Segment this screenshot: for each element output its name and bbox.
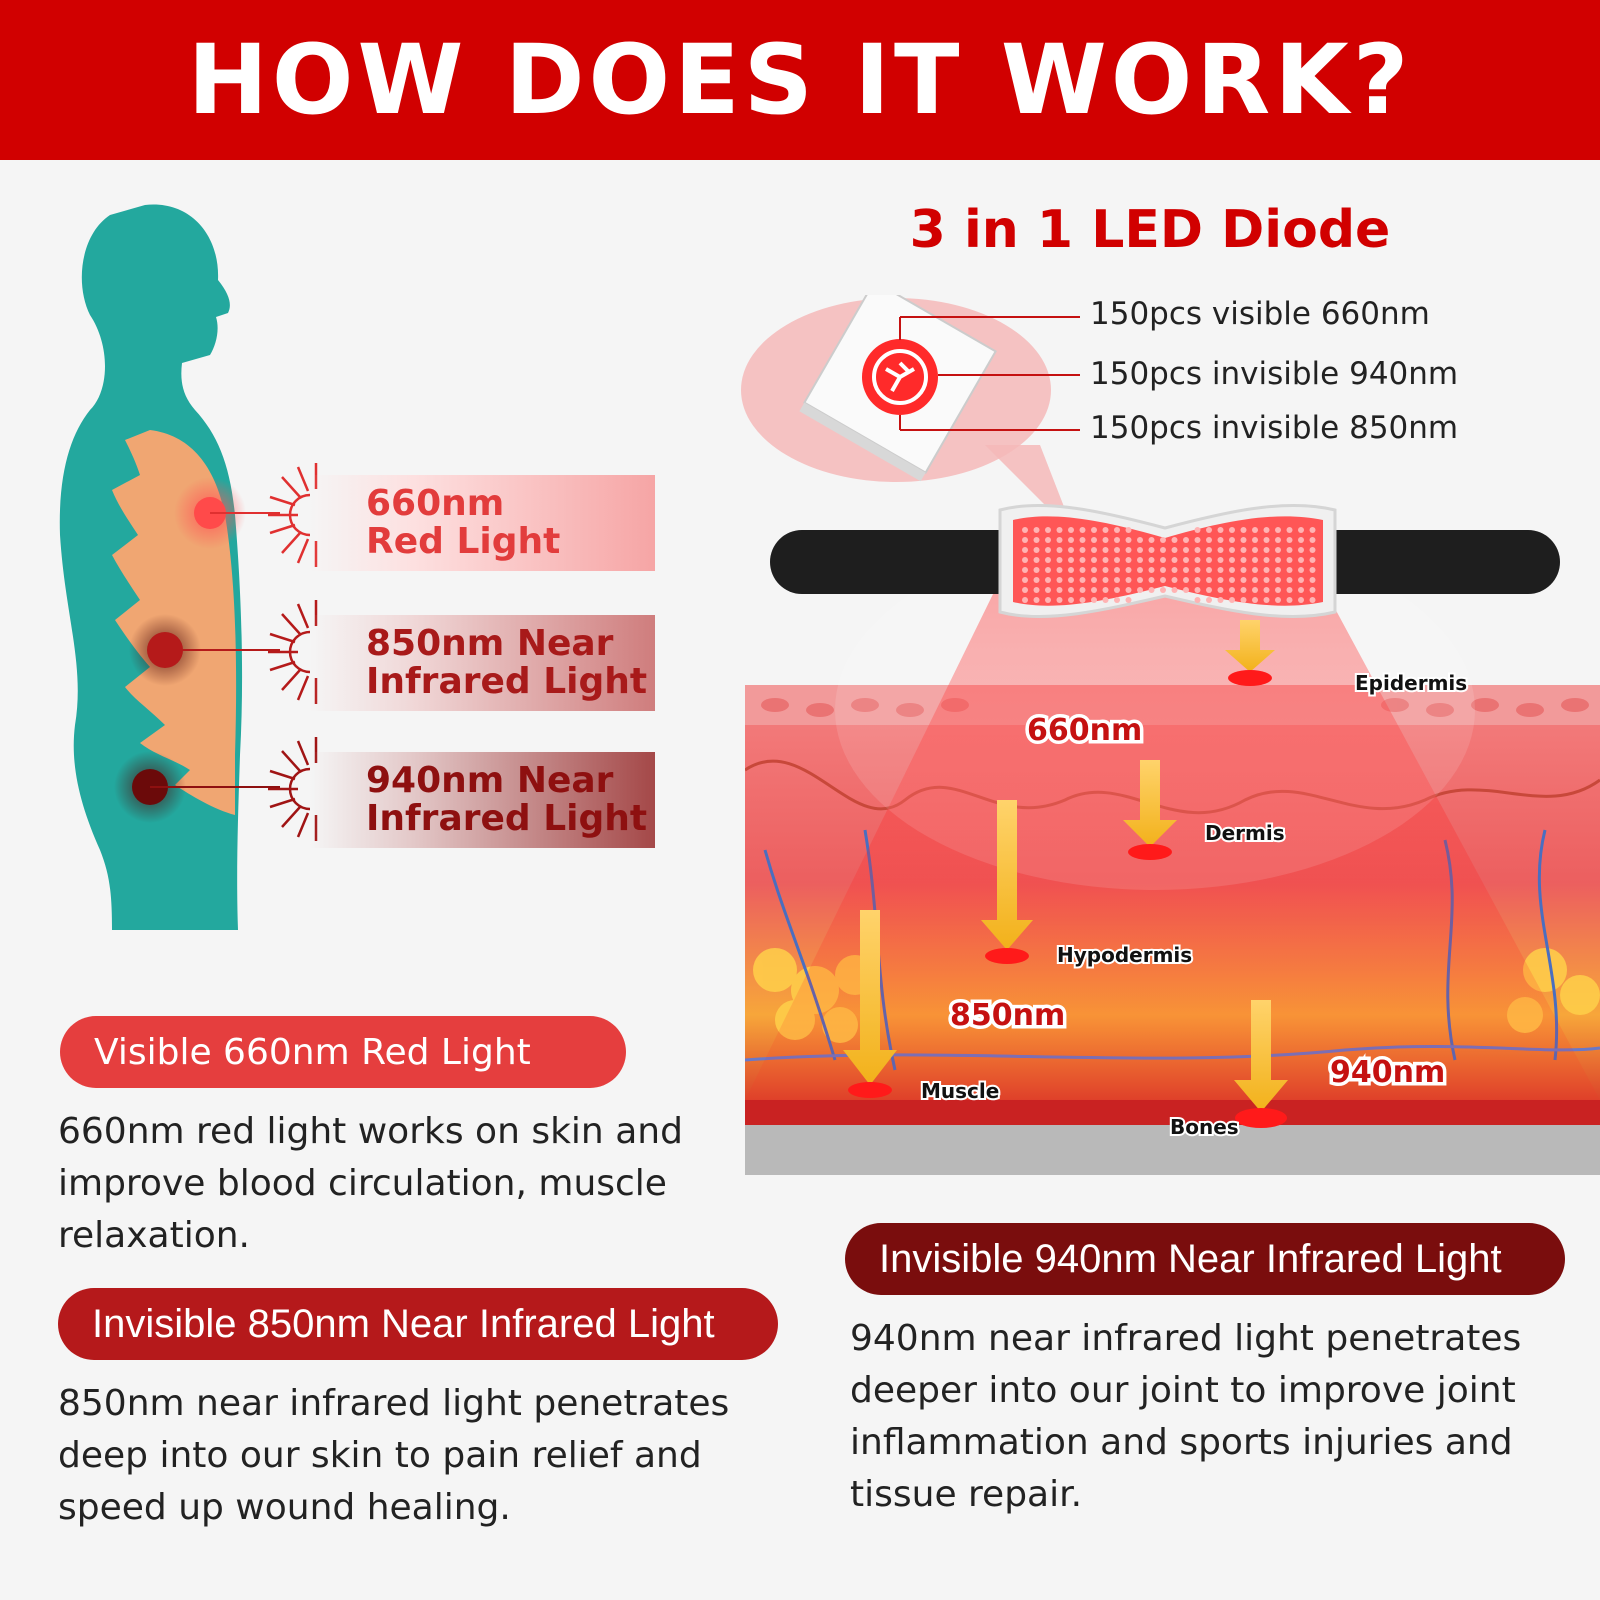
- band-850nm-line1: 850nm Near: [366, 623, 614, 664]
- sunburst-icon: [268, 600, 318, 704]
- label-muscle: Muscle: [921, 1079, 999, 1103]
- arrow-epidermis: [1225, 620, 1275, 672]
- spec-940nm: 150pcs invisible 940nm: [1090, 356, 1459, 392]
- arrow-bones: [1234, 1000, 1288, 1112]
- header-banner: HOW DOES IT WORK?: [0, 0, 1600, 160]
- section-850nm-title: Invisible 850nm Near Infrared Light: [58, 1288, 778, 1360]
- diode-chip-illustration: [741, 295, 1080, 535]
- muscle-layer: [745, 1100, 1600, 1125]
- arrow-dermis: [1123, 760, 1177, 847]
- body-illustration: [59, 204, 318, 930]
- band-660nm-line1: 660nm: [366, 483, 505, 524]
- band-660nm-line2: Red Light: [366, 521, 561, 562]
- spec-660nm: 150pcs visible 660nm: [1090, 296, 1430, 332]
- arrow-hypodermis: [981, 800, 1033, 950]
- band-660nm: 660nm Red Light: [310, 475, 655, 571]
- label-hypodermis: Hypodermis: [1057, 943, 1192, 967]
- band-940nm-line2: Infrared Light: [366, 798, 648, 839]
- section-850nm-desc: 850nm near infrared light penetrates dee…: [58, 1383, 730, 1528]
- depth-label-850nm: 850nm: [950, 998, 1065, 1033]
- depth-label-940nm: 940nm: [1330, 1055, 1445, 1090]
- section-660nm-desc: 660nm red light works on skin and improv…: [58, 1111, 683, 1256]
- label-epidermis: Epidermis: [1355, 671, 1467, 695]
- page-title: HOW DOES IT WORK?: [187, 24, 1413, 136]
- depth-label-660nm: 660nm: [1027, 713, 1142, 748]
- bone-layer: [745, 1125, 1600, 1175]
- band-940nm: 940nm Near Infrared Light: [310, 752, 655, 848]
- section-660nm-title: Visible 660nm Red Light: [60, 1016, 626, 1088]
- sunburst-icon: [268, 463, 318, 567]
- label-bones: Bones: [1170, 1115, 1239, 1139]
- arrow-muscle: [843, 910, 897, 1085]
- section-940nm-title: Invisible 940nm Near Infrared Light: [845, 1223, 1565, 1295]
- led-dots: [1022, 527, 1316, 603]
- light-beam: [745, 590, 1600, 1100]
- diode-title: 3 in 1 LED Diode: [909, 200, 1391, 260]
- belt-strap-right: [1270, 530, 1560, 594]
- section-940nm-desc: 940nm near infrared light penetrates dee…: [850, 1318, 1522, 1515]
- band-850nm: 850nm Near Infrared Light: [310, 615, 655, 711]
- skin-cross-section: Epidermis Dermis Hypodermis Muscle Bones…: [745, 504, 1600, 1175]
- belt-strap-left: [770, 530, 1060, 594]
- label-dermis: Dermis: [1205, 821, 1285, 845]
- band-850nm-line2: Infrared Light: [366, 661, 648, 702]
- band-940nm-line1: 940nm Near: [366, 760, 614, 801]
- sunburst-icon: [268, 737, 318, 841]
- spec-850nm: 150pcs invisible 850nm: [1090, 410, 1459, 446]
